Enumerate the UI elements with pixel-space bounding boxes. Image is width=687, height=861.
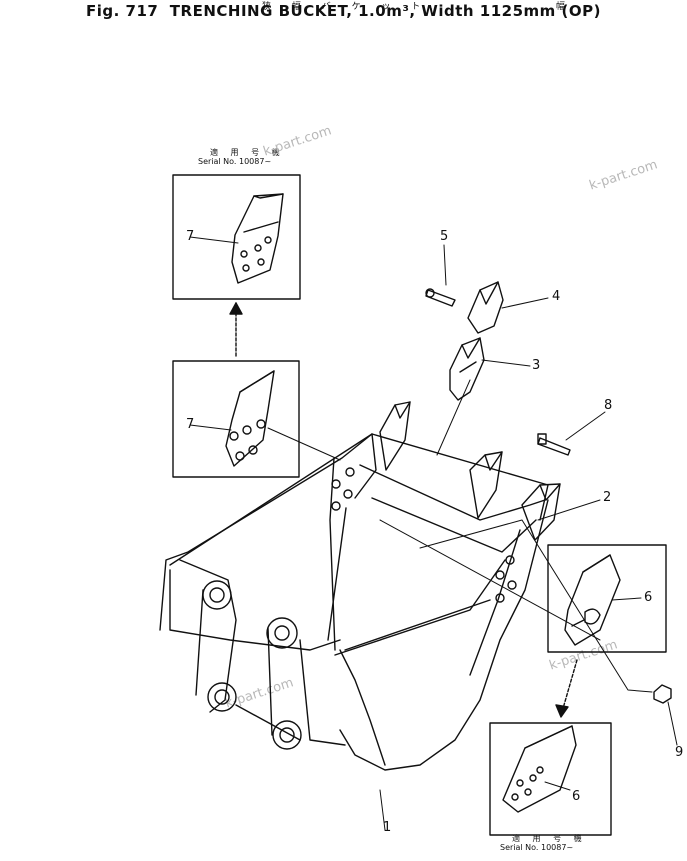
callout-7: 7 (186, 229, 195, 244)
bucket (159, 401, 561, 771)
callout-8: 8 (604, 398, 613, 413)
callout-3: 3 (532, 358, 541, 373)
detail-box-middle (172, 360, 341, 478)
callout-2: 2 (603, 490, 612, 505)
part-adapter (449, 337, 485, 401)
part-bolt (537, 433, 571, 456)
serial-note-bottom: 適 用 号 機 Serial No. 10087~ (500, 834, 587, 852)
callout-9: 9 (675, 745, 684, 760)
assembly-lines (379, 379, 653, 693)
serial-note-bottom-jp: 適 用 号 機 (512, 834, 587, 843)
callout-6-bottom: 6 (572, 789, 581, 804)
callout-7-middle: 7 (186, 417, 195, 432)
figure-title: Fig. 717 TRENCHING BUCKET, 1.0m³, Width … (0, 2, 687, 20)
callout-1: 1 (383, 820, 392, 835)
leader-lines (189, 236, 678, 831)
arrow-down-right (555, 659, 578, 718)
part-tooth (467, 281, 504, 334)
serial-note-top: 適 用 号 機 Serial No. 10087~ (198, 148, 285, 166)
figure-title-japanese-2: 幅 (556, 2, 566, 12)
serial-note-bottom-text: Serial No. 10087~ (500, 843, 574, 852)
callout-6: 6 (644, 590, 653, 605)
figure-number: Fig. 717 (85, 2, 159, 20)
detail-box-bottom (489, 722, 612, 836)
callout-5: 5 (440, 229, 449, 244)
serial-note-top-jp: 適 用 号 機 (210, 148, 285, 157)
part-pin (425, 288, 456, 307)
serial-note-top-text: Serial No. 10087~ (198, 157, 272, 166)
callout-4: 4 (552, 289, 561, 304)
detail-box-right (547, 544, 667, 653)
figure-title-text: TRENCHING BUCKET, 1.0m³, Width 1125mm (O… (169, 2, 601, 20)
arrow-up-left (229, 302, 243, 358)
part-nut (653, 684, 672, 704)
detail-box-top (172, 174, 301, 300)
figure-title-japanese: 狭 幅 バ ケ ッ ト、 (262, 2, 448, 12)
